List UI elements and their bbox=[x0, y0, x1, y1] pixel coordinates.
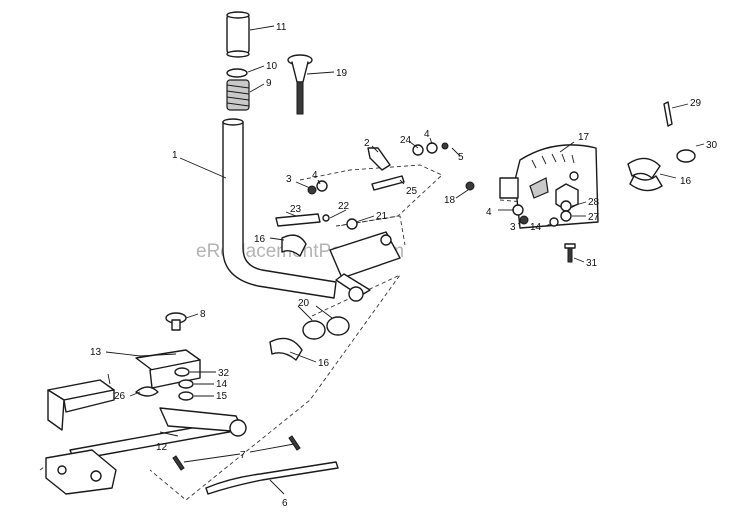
part-9-spring bbox=[226, 79, 250, 111]
part-14-washer-left bbox=[178, 379, 194, 389]
callout-17: 17 bbox=[578, 132, 590, 143]
callout-27: 27 bbox=[588, 212, 600, 223]
callout-18: 18 bbox=[444, 195, 456, 206]
callout-30: 30 bbox=[706, 140, 718, 151]
part-32-washer bbox=[174, 367, 190, 377]
callout-14-left: 14 bbox=[216, 379, 228, 390]
part-8-carriage-bolt bbox=[165, 312, 187, 331]
part-21-nut bbox=[346, 218, 358, 230]
part-28-washer bbox=[560, 200, 572, 212]
callout-16-lower: 16 bbox=[318, 358, 330, 369]
part-30-washer bbox=[676, 149, 696, 163]
part-19-detent-knob bbox=[287, 54, 313, 115]
callout-3-left: 3 bbox=[286, 174, 292, 185]
callout-21: 21 bbox=[376, 211, 388, 222]
part-4-washer-top bbox=[426, 142, 438, 154]
callout-9: 9 bbox=[266, 78, 272, 89]
part-16-bushing-lower bbox=[269, 337, 303, 361]
part-1-shift-lever bbox=[222, 118, 337, 299]
part-25-link bbox=[371, 175, 405, 191]
part-23-flat-spring bbox=[275, 213, 321, 227]
part-11-grip-sleeve bbox=[226, 11, 250, 58]
callout-2: 2 bbox=[364, 138, 370, 149]
part-29-cotter-pin bbox=[663, 101, 673, 127]
lever-pivot-bracket bbox=[329, 231, 401, 302]
part-12-rod-assembly bbox=[45, 407, 247, 495]
part-24-nut bbox=[412, 144, 424, 156]
part-5-bolt bbox=[441, 142, 449, 150]
part-13-brackets bbox=[47, 349, 201, 431]
part-17-shift-plate bbox=[499, 144, 599, 229]
callout-8: 8 bbox=[200, 309, 206, 320]
callout-12: 12 bbox=[156, 442, 168, 453]
part-15-washer bbox=[178, 391, 194, 401]
callout-22: 22 bbox=[338, 201, 350, 212]
part-4-washer-left bbox=[316, 180, 328, 192]
callout-31: 31 bbox=[586, 258, 598, 269]
part-31-screw bbox=[564, 243, 576, 263]
callout-15: 15 bbox=[216, 391, 228, 402]
part-26-clip bbox=[135, 386, 159, 397]
callout-4-right: 4 bbox=[486, 207, 492, 218]
part-7-spring-right bbox=[288, 435, 301, 451]
part-4-washer-right bbox=[512, 204, 524, 216]
callout-16-plate: 16 bbox=[680, 176, 692, 187]
part-6-link-rod bbox=[205, 461, 339, 495]
part-20-rings bbox=[302, 316, 350, 340]
part-16-plate-bushing-top bbox=[627, 157, 661, 179]
callout-6: 6 bbox=[282, 498, 288, 509]
callout-26: 26 bbox=[114, 391, 126, 402]
callout-labels: 11 10 9 19 1 2 24 4 5 4 3 25 22 21 23 16… bbox=[90, 22, 718, 509]
part-14-washer-right bbox=[549, 217, 559, 227]
callout-13: 13 bbox=[90, 347, 102, 358]
part-18-bolt bbox=[465, 181, 475, 191]
part-16-bushing-upper bbox=[281, 234, 307, 257]
part-2-bracket bbox=[367, 147, 391, 171]
callout-28: 28 bbox=[588, 197, 600, 208]
part-10-washer bbox=[226, 68, 248, 78]
part-22-pin bbox=[322, 214, 330, 222]
callout-11: 11 bbox=[276, 22, 287, 33]
callout-10: 10 bbox=[266, 61, 278, 72]
callout-7: 7 bbox=[240, 450, 246, 461]
part-7-spring-left bbox=[172, 455, 185, 471]
part-16-plate-bushing-bottom bbox=[629, 175, 663, 192]
callout-23: 23 bbox=[290, 204, 302, 215]
callout-14-right: 14 bbox=[530, 222, 542, 233]
callout-25: 25 bbox=[406, 186, 418, 197]
callout-24: 24 bbox=[400, 135, 412, 146]
callout-3-right: 3 bbox=[510, 222, 516, 233]
part-27-nut bbox=[560, 210, 572, 222]
callout-32: 32 bbox=[218, 368, 230, 379]
callout-5: 5 bbox=[458, 152, 464, 163]
callout-19: 19 bbox=[336, 68, 348, 79]
callout-4-top: 4 bbox=[424, 129, 430, 140]
leader-lines bbox=[105, 25, 705, 495]
callout-1: 1 bbox=[172, 150, 178, 161]
callout-20: 20 bbox=[298, 298, 310, 309]
callout-29: 29 bbox=[690, 98, 702, 109]
callout-4-left: 4 bbox=[312, 170, 318, 181]
callout-16-lever: 16 bbox=[254, 234, 266, 245]
